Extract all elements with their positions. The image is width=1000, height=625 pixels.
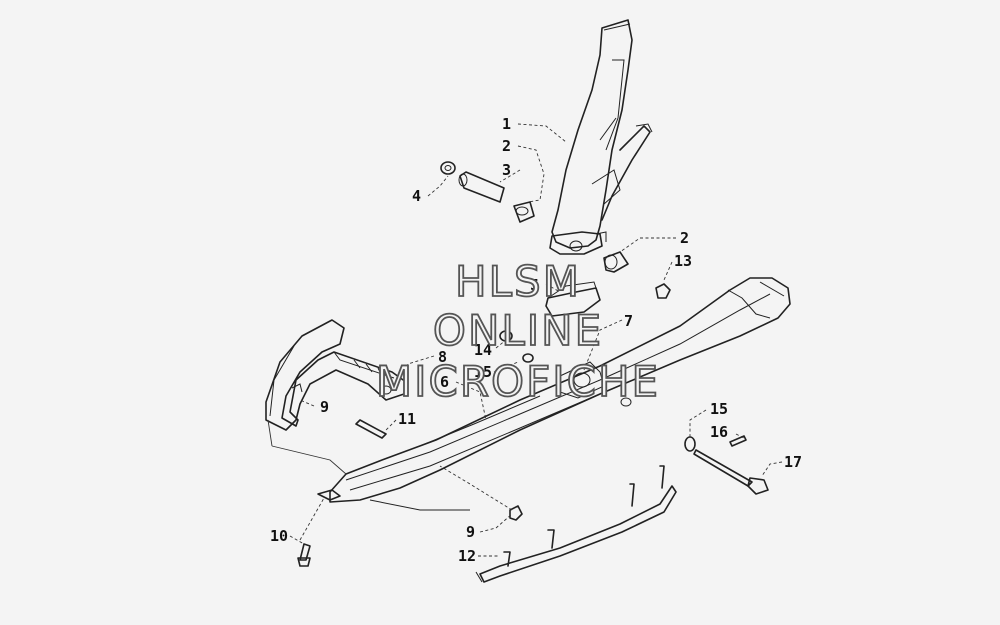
ski-loop-part	[265, 319, 407, 431]
bolt-part-11	[355, 419, 387, 439]
callout-7: 7	[624, 312, 633, 330]
nut-part-9-lower	[509, 505, 523, 521]
callout-12: 12	[458, 547, 476, 565]
nut-part-13	[655, 283, 671, 299]
callout-16: 16	[710, 423, 728, 441]
callout-11: 11	[398, 410, 416, 428]
callout-14: 14	[474, 341, 492, 359]
watermark-line-1: HLSM	[455, 257, 581, 306]
spindle-part	[549, 19, 653, 255]
callout-1: 1	[502, 115, 511, 133]
watermark-line-2: ONLINE	[433, 306, 603, 355]
wear-bar-part	[475, 465, 677, 583]
nut-part-14	[499, 330, 513, 342]
leader-lines	[267, 123, 783, 557]
ski-part	[317, 277, 791, 511]
nut-part-4	[440, 161, 456, 175]
callout-13: 13	[674, 252, 692, 270]
bushing-part-lower	[603, 251, 629, 273]
bushing-part-upper	[513, 201, 535, 223]
sleeve-part	[458, 171, 505, 203]
bolt-part-17	[693, 449, 769, 495]
callout-17: 17	[784, 453, 802, 471]
watermark: HLSM ONLINE MICROFICHE	[375, 256, 660, 407]
callout-9-lower: 9	[466, 523, 475, 541]
washer-part-15	[684, 436, 696, 452]
watermark-line-3: MICROFICHE	[376, 357, 660, 406]
callout-9-upper: 9	[320, 398, 329, 416]
callout-2-right: 2	[680, 229, 689, 247]
callout-15-right: 15	[710, 400, 728, 418]
callout-3: 3	[502, 161, 511, 179]
callout-labels: 1 2 3 4 2 13 5 7 14 8 15 6 9 11 15 16 17…	[270, 115, 802, 565]
bolt-part-10	[297, 543, 311, 567]
callout-2-upper: 2	[502, 137, 511, 155]
ski-saddle-part	[545, 281, 601, 317]
callout-10: 10	[270, 527, 288, 545]
callout-4: 4	[412, 187, 421, 205]
callout-8: 8	[438, 348, 447, 366]
bolt-part-16	[729, 435, 747, 447]
callout-15-center: 15	[474, 363, 492, 381]
callout-5: 5	[530, 276, 539, 294]
washer-part-15-center	[522, 353, 534, 363]
callout-6: 6	[440, 373, 449, 391]
